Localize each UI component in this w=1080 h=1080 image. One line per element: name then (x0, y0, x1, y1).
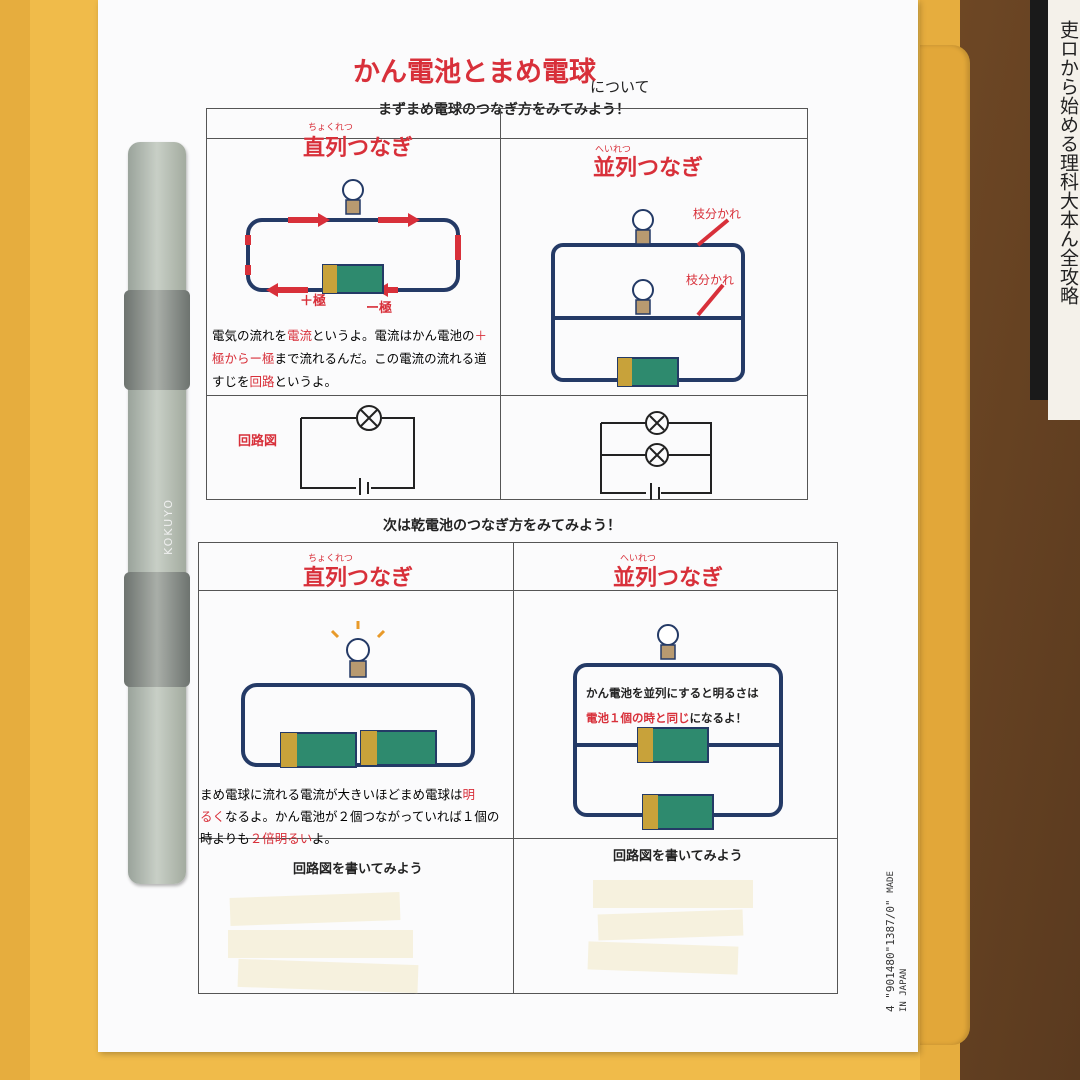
text-run: 極から (212, 351, 250, 366)
page-title: かん電池とまめ電球 (353, 57, 596, 88)
battery-icon (280, 732, 357, 768)
branch-label: 枝分かれ (693, 207, 742, 221)
parallel-schematic (600, 411, 712, 500)
parallel-note-line1: かん電池を並列にすると明るさは (586, 686, 759, 700)
battery-icon (360, 730, 437, 766)
worksheet-paper: かん電池とまめ電球 について まずまめ電球のつなぎ方をみてみよう！ ちょくれつ … (98, 0, 918, 1052)
parallel-title: 並列つなぎ (593, 156, 704, 181)
series-bulb-circuit (245, 179, 461, 297)
masking-tape (229, 892, 401, 926)
ruby-text: へいれつ (595, 145, 631, 155)
bulb-icon (632, 209, 654, 245)
binder-strip[interactable] (124, 142, 190, 884)
section1-intro: まずまめ電球のつなぎ方をみてみよう！ (378, 102, 630, 118)
text-run: というよ。電流はかん電池の (312, 328, 475, 343)
series-schematic (300, 405, 415, 495)
series-battery-circuit (241, 621, 475, 768)
desc-line-1: 電気の流れを電流というよ。電流はかん電池の＋ (212, 324, 502, 347)
parallel-battery-circuit (573, 624, 783, 830)
page-title-suffix: について (590, 78, 650, 96)
binder-clip[interactable] (124, 290, 190, 390)
text-run: というよ。 (274, 374, 338, 389)
desc-line-3: 時よりも２倍明るいよ。 (200, 828, 515, 850)
divider (198, 838, 838, 839)
series-description: 電気の流れを電流というよ。電流はかん電池の＋ 極からー極まで流れるんだ。この電流… (212, 324, 502, 393)
minus-pole-label: ー極 (366, 301, 393, 316)
text-run: 明 (462, 787, 476, 802)
circuit-wire (241, 683, 475, 767)
desc-line-2: るくなるよ。かん電池が２個つながっていれば１個の (200, 806, 515, 828)
text-run: よ。 (312, 831, 338, 846)
text-run: ー極 (249, 351, 275, 366)
section2-intro: 次は乾電池のつなぎ方をみてみよう！ (383, 518, 621, 534)
text-run: るく (200, 809, 226, 824)
divider (206, 138, 808, 139)
masking-tape (597, 909, 744, 941)
divider (513, 542, 514, 994)
binder-clip[interactable] (124, 572, 190, 687)
draw-prompt: 回路図を書いてみよう (293, 862, 423, 877)
draw-prompt: 回路図を書いてみよう (613, 849, 743, 864)
bulb-icon (342, 179, 364, 215)
text-run: になるよ！ (689, 711, 748, 725)
battery-icon (617, 357, 679, 387)
masking-tape (587, 941, 739, 975)
text-run: 電気の流れを (212, 328, 288, 343)
parallel-bulb-circuit (551, 209, 745, 387)
battery-icon (637, 727, 709, 763)
book-spine-title: 吏ロから始める理科大本ん全攻略 (1048, 0, 1080, 420)
desc-line-3: すじを回路というよ。 (212, 370, 502, 393)
text-run: 回路 (249, 374, 275, 389)
battery-series-description: まめ電球に流れる電流が大きいほどまめ電球は明 るくなるよ。かん電池が２個つながっ… (200, 784, 515, 850)
text-run: まで流れるんだ。この電流の流れる道 (274, 351, 487, 366)
battery-icon (322, 264, 384, 294)
masking-tape (228, 930, 413, 958)
parallel-note-line2: 電池１個の時と同じになるよ！ (586, 710, 747, 726)
barcode-text: 4 "901480"1387/0" MADE IN JAPAN (884, 862, 944, 1012)
binder-brand: KOKUYO (162, 497, 176, 556)
bulb-grid (206, 108, 808, 500)
text-run: 時よりも (200, 831, 250, 846)
bulb-icon (330, 621, 386, 678)
bulb-icon (632, 279, 654, 315)
text-run: ＋ (474, 328, 488, 343)
divider (206, 395, 808, 396)
ruby-text: ちょくれつ (308, 123, 353, 133)
branch-label: 枝分かれ (686, 273, 735, 287)
plus-pole-label: ＋極 (300, 294, 327, 309)
series-title: 直列つなぎ (303, 136, 414, 161)
pointer-arrow (696, 283, 725, 317)
text-run: まめ電球に流れる電流が大きいほどまめ電球は (200, 787, 463, 802)
desc-line-2: 極からー極まで流れるんだ。この電流の流れる道 (212, 347, 502, 370)
circuit-diagram-label: 回路図 (238, 434, 278, 449)
text-run: なるよ。かん電池が２個つながっていれば１個の (225, 809, 500, 824)
text-run: ２倍明るい (249, 831, 313, 846)
barcode-number: 4 "901480"1387/0" (884, 899, 897, 1012)
text-run: 電流 (287, 328, 313, 343)
ruby-text: ちょくれつ (308, 554, 353, 564)
divider (500, 108, 501, 500)
battery-grid (198, 542, 838, 994)
ruby-text: へいれつ (620, 554, 656, 564)
text-run: 電池１個の時と同じ (586, 711, 690, 725)
pointer-arrow (696, 218, 730, 247)
parallel-title: 並列つなぎ (613, 566, 724, 591)
text-run: すじを (212, 374, 250, 389)
desc-line-1: まめ電球に流れる電流が大きいほどまめ電球は明 (200, 784, 515, 806)
bulb-icon (657, 624, 679, 660)
divider (198, 590, 838, 591)
masking-tape (593, 880, 753, 908)
series-title: 直列つなぎ (303, 566, 414, 591)
battery-icon (642, 794, 714, 830)
